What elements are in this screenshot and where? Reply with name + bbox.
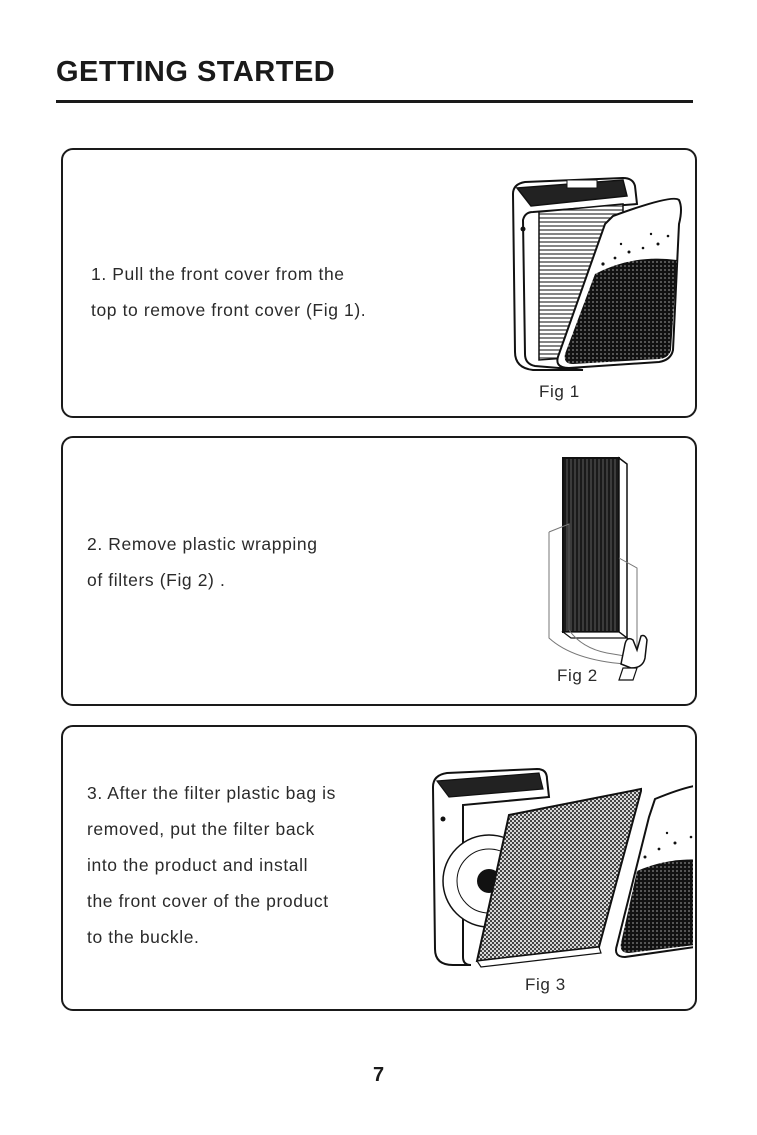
figure-3-label: Fig 3 bbox=[525, 975, 566, 995]
step-1-line-2: top to remove front cover (Fig 1). bbox=[91, 292, 366, 328]
filter-plastic-wrapping-illustration bbox=[533, 454, 653, 684]
step-3-line-1: 3. After the filter plastic bag is bbox=[87, 775, 336, 811]
step-3-instructions: 3. After the filter plastic bag is remov… bbox=[87, 775, 336, 955]
page-number: 7 bbox=[0, 1064, 757, 1087]
step-2-instructions: 2. Remove plastic wrapping of filters (F… bbox=[87, 526, 318, 598]
step-3-line-3: into the product and install bbox=[87, 847, 336, 883]
step-1-panel: 1. Pull the front cover from the top to … bbox=[61, 148, 697, 418]
air-purifier-front-cover-removal-illustration bbox=[503, 164, 683, 379]
step-3-line-5: to the buckle. bbox=[87, 919, 336, 955]
step-2-line-2: of filters (Fig 2) . bbox=[87, 562, 318, 598]
figure-2-label: Fig 2 bbox=[557, 666, 598, 686]
step-2-panel: 2. Remove plastic wrapping of filters (F… bbox=[61, 436, 697, 706]
step-3-panel: 3. After the filter plastic bag is remov… bbox=[61, 725, 697, 1011]
step-3-line-4: the front cover of the product bbox=[87, 883, 336, 919]
step-3-line-2: removed, put the filter back bbox=[87, 811, 336, 847]
step-1-instructions: 1. Pull the front cover from the top to … bbox=[91, 256, 366, 328]
page-title: GETTING STARTED bbox=[56, 56, 335, 89]
figure-1-label: Fig 1 bbox=[539, 382, 580, 402]
title-underline bbox=[56, 100, 693, 103]
step-1-line-1: 1. Pull the front cover from the bbox=[91, 256, 366, 292]
step-2-line-1: 2. Remove plastic wrapping bbox=[87, 526, 318, 562]
filter-reinstall-illustration bbox=[423, 761, 693, 971]
